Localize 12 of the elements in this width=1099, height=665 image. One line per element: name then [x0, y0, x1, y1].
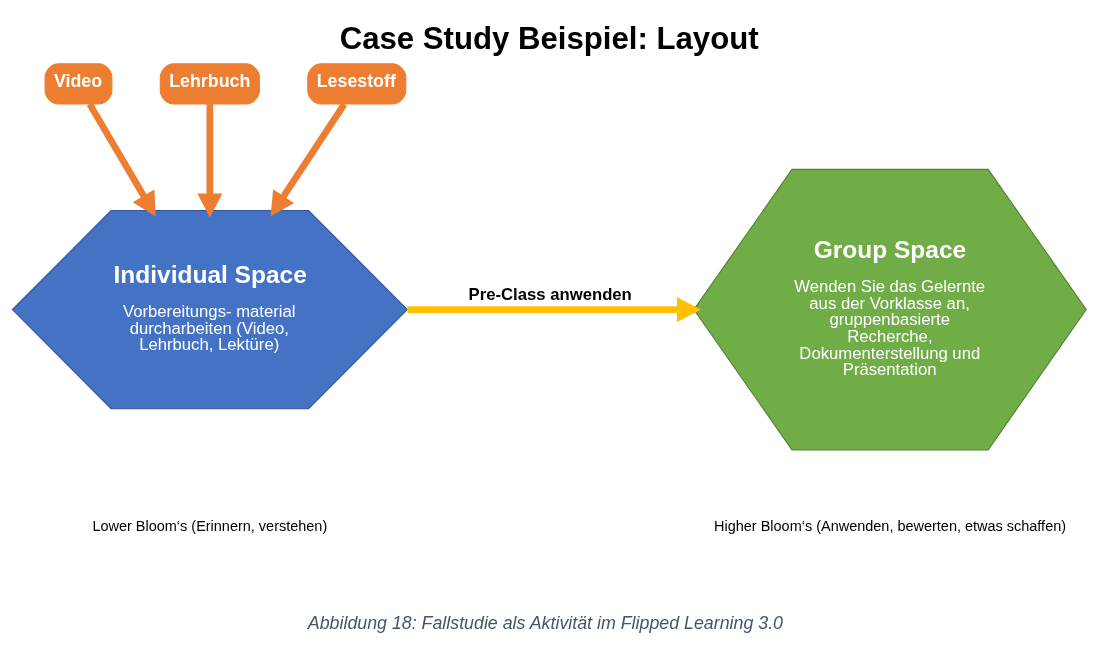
node-box: Lehrbuch: [159, 62, 260, 104]
arrow: [407, 296, 701, 322]
edge-label: Pre-Class anwenden: [468, 284, 632, 304]
caption: Abbildung 18: Fallstudie als Aktivität im Flipped Learning 3.0: [307, 612, 783, 633]
node-box: Video: [44, 62, 113, 104]
label: Lower Bloom‘s (Erinnern, verstehen): [92, 517, 328, 534]
diagram-title: Case Study Beispiel: Layout: [339, 20, 759, 56]
arrow: [197, 103, 223, 217]
node-box: Lesestoff: [307, 62, 407, 104]
arrow: [270, 101, 348, 216]
arrow: [86, 101, 156, 216]
label: Higher Bloom‘s (Anwenden, bewerten, etwas schaffen): [714, 517, 1067, 534]
